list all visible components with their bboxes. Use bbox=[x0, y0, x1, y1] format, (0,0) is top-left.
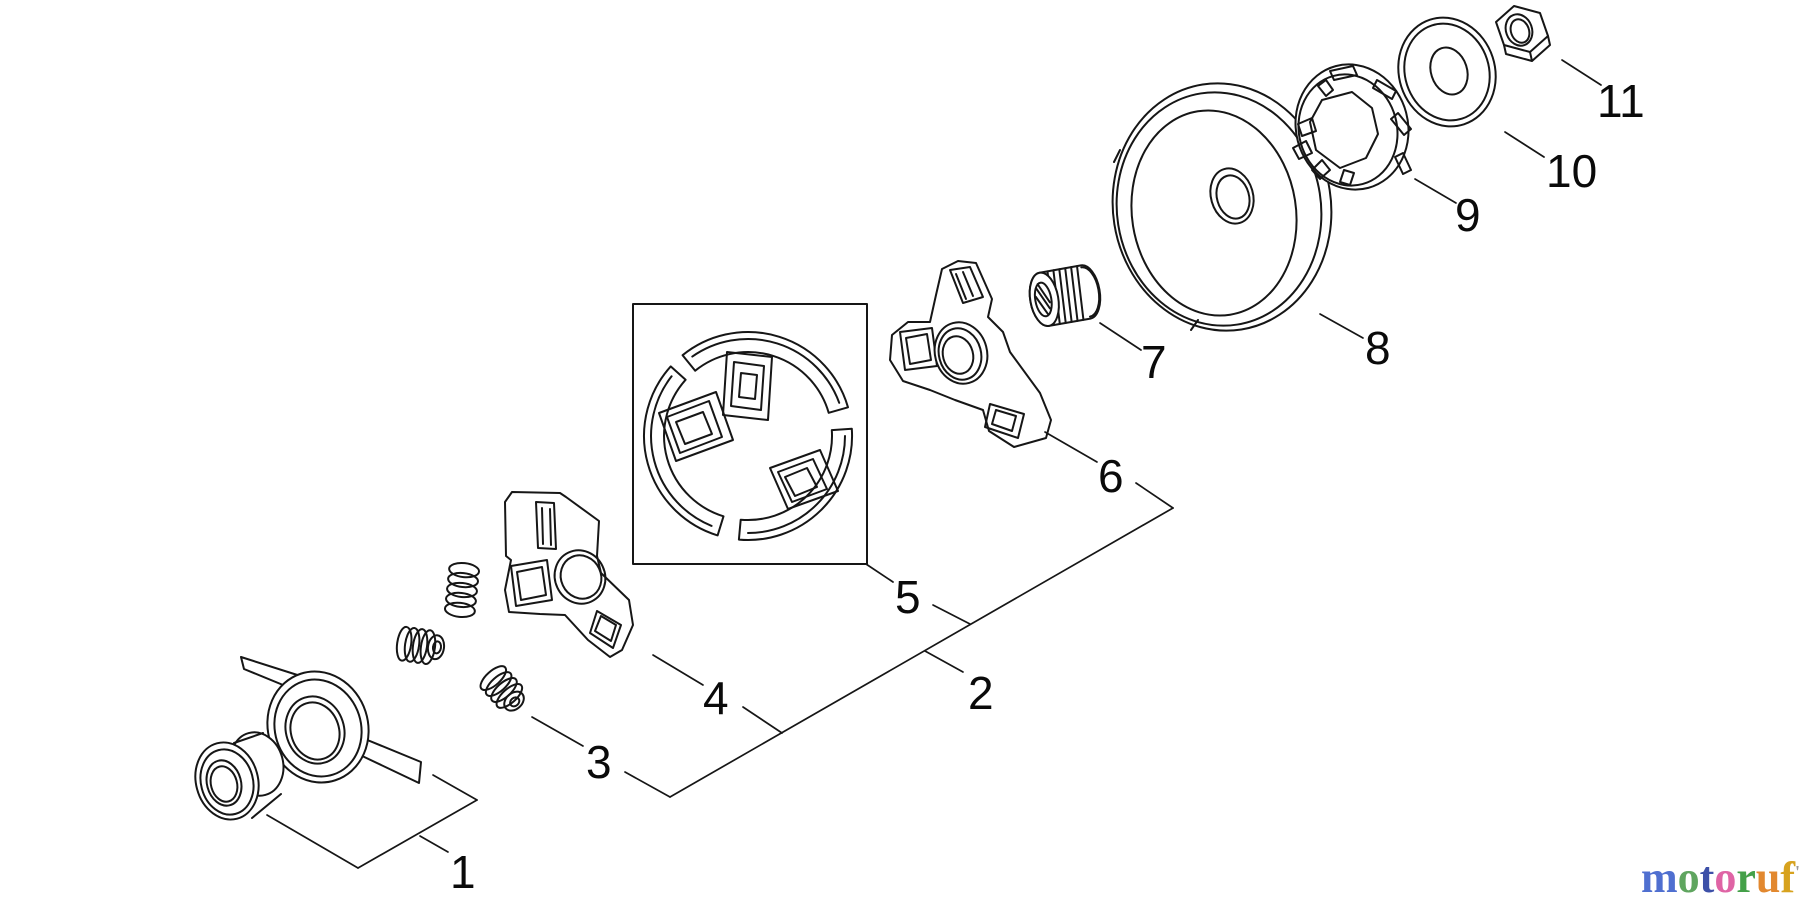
callout-labels: 1 2 3 4 5 6 7 8 9 10 11 bbox=[450, 75, 1645, 898]
logo-letter: o bbox=[1677, 853, 1700, 902]
callout-9: 9 bbox=[1455, 189, 1481, 241]
callout-2: 2 bbox=[968, 667, 994, 719]
callout-4: 4 bbox=[703, 672, 729, 724]
callout-1: 1 bbox=[450, 846, 476, 898]
washer bbox=[1397, 16, 1497, 128]
logo-tick: ' bbox=[1794, 862, 1800, 882]
bushing bbox=[194, 731, 285, 821]
callout-10: 10 bbox=[1546, 145, 1597, 197]
logo-letter: t bbox=[1699, 853, 1715, 902]
clutch-drum bbox=[1111, 82, 1333, 332]
logo-letter: u bbox=[1755, 853, 1781, 902]
leader-lines bbox=[266, 59, 1602, 869]
hex-nut bbox=[1495, 5, 1551, 62]
logo-letter: f bbox=[1780, 853, 1795, 902]
rim-sprocket bbox=[1292, 63, 1412, 191]
washer-plate-assembly bbox=[240, 656, 422, 784]
callout-5: 5 bbox=[895, 571, 921, 623]
callout-3: 3 bbox=[586, 736, 612, 788]
callout-11: 11 bbox=[1597, 75, 1645, 127]
clutch-shoes-box bbox=[632, 303, 868, 565]
callout-7: 7 bbox=[1141, 336, 1167, 388]
clutch-carrier-hub bbox=[889, 260, 1052, 448]
needle-bearing bbox=[1028, 264, 1102, 328]
callout-6: 6 bbox=[1098, 450, 1124, 502]
logo-letter: m bbox=[1641, 853, 1678, 902]
logo-letter: o bbox=[1714, 853, 1737, 902]
motoruf-logo: motoruf'.de bbox=[1641, 849, 1800, 902]
logo-letter: r bbox=[1736, 853, 1756, 902]
clutch-hub bbox=[504, 491, 634, 658]
callout-8: 8 bbox=[1365, 322, 1391, 374]
logo-word: motoruf bbox=[1641, 853, 1795, 902]
clutch-springs bbox=[395, 561, 525, 712]
